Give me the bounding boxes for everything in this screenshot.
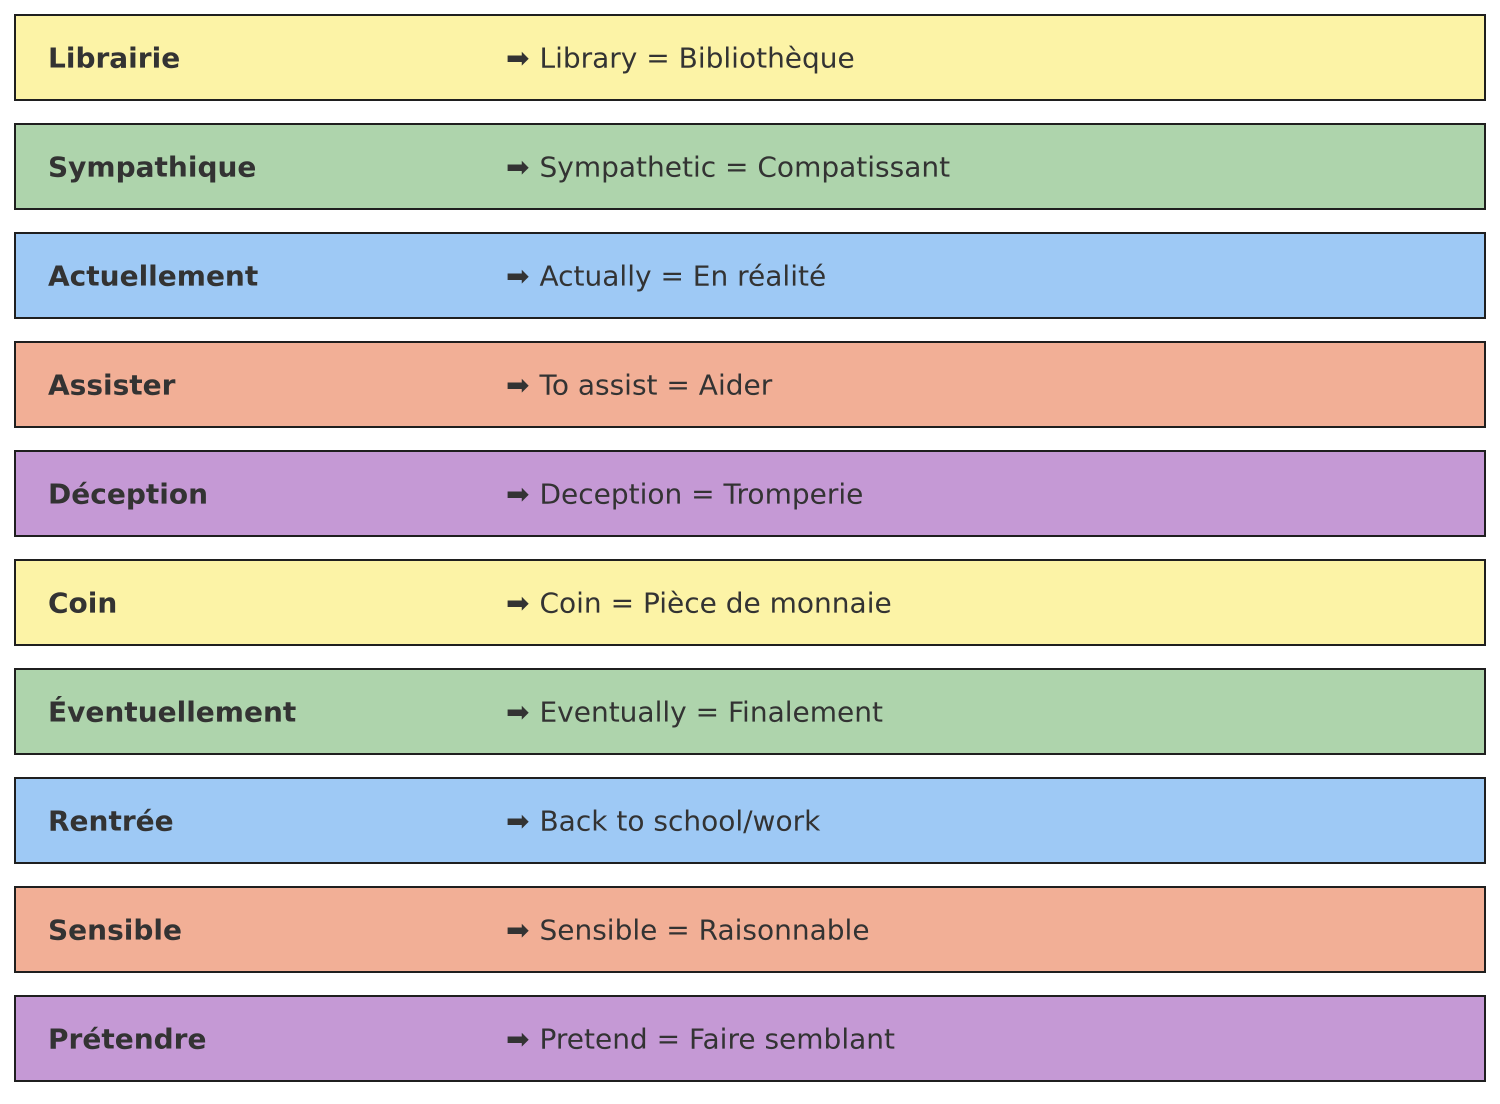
meaning-label: Eventually = Finalement: [539, 695, 883, 728]
meaning-label: Sensible = Raisonnable: [539, 913, 870, 946]
list-item-assister: Assister ➡ To assist = Aider: [14, 341, 1486, 428]
meaning-text: ➡ Library = Bibliothèque: [506, 41, 855, 74]
meaning-text: ➡ Sensible = Raisonnable: [506, 913, 870, 946]
term-label: Rentrée: [48, 804, 174, 837]
list-item-pretendre: Prétendre ➡ Pretend = Faire semblant: [14, 995, 1486, 1082]
meaning-label: Sympathetic = Compatissant: [539, 150, 951, 183]
arrow-icon: ➡: [506, 477, 530, 510]
term-label: Éventuellement: [48, 695, 297, 728]
list-item-coin: Coin ➡ Coin = Pièce de monnaie: [14, 559, 1486, 646]
term-label: Actuellement: [48, 259, 259, 292]
arrow-icon: ➡: [506, 368, 530, 401]
list-item-eventuellement: Éventuellement ➡ Eventually = Finalement: [14, 668, 1486, 755]
meaning-text: ➡ Back to school/work: [506, 804, 820, 837]
list-item-actuellement: Actuellement ➡ Actually = En réalité: [14, 232, 1486, 319]
list-item-rentree: Rentrée ➡ Back to school/work: [14, 777, 1486, 864]
term-label: Coin: [48, 586, 118, 619]
arrow-icon: ➡: [506, 259, 530, 292]
term-label: Assister: [48, 368, 176, 401]
arrow-icon: ➡: [506, 41, 530, 74]
list-item-sensible: Sensible ➡ Sensible = Raisonnable: [14, 886, 1486, 973]
meaning-text: ➡ Eventually = Finalement: [506, 695, 883, 728]
meaning-label: Pretend = Faire semblant: [539, 1022, 895, 1055]
term-label: Prétendre: [48, 1022, 207, 1055]
meaning-label: Deception = Tromperie: [539, 477, 864, 510]
term-label: Librairie: [48, 41, 181, 74]
arrow-icon: ➡: [506, 913, 530, 946]
term-label: Sensible: [48, 913, 182, 946]
list-item-deception: Déception ➡ Deception = Tromperie: [14, 450, 1486, 537]
meaning-text: ➡ Actually = En réalité: [506, 259, 826, 292]
term-label: Déception: [48, 477, 209, 510]
arrow-icon: ➡: [506, 804, 530, 837]
meaning-label: To assist = Aider: [539, 368, 773, 401]
arrow-icon: ➡: [506, 695, 530, 728]
meaning-text: ➡ Coin = Pièce de monnaie: [506, 586, 892, 619]
false-friends-list: Librairie ➡ Library = Bibliothèque Sympat…: [14, 14, 1486, 1104]
list-item-sympathique: Sympathique ➡ Sympathetic = Compatissant: [14, 123, 1486, 210]
meaning-label: Actually = En réalité: [539, 259, 827, 292]
meaning-label: Back to school/work: [539, 804, 821, 837]
meaning-text: ➡ Sympathetic = Compatissant: [506, 150, 950, 183]
list-item-librairie: Librairie ➡ Library = Bibliothèque: [14, 14, 1486, 101]
meaning-label: Coin = Pièce de monnaie: [539, 586, 892, 619]
arrow-icon: ➡: [506, 150, 530, 183]
meaning-text: ➡ Deception = Tromperie: [506, 477, 863, 510]
meaning-text: ➡ To assist = Aider: [506, 368, 772, 401]
arrow-icon: ➡: [506, 1022, 530, 1055]
meaning-text: ➡ Pretend = Faire semblant: [506, 1022, 895, 1055]
arrow-icon: ➡: [506, 586, 530, 619]
term-label: Sympathique: [48, 150, 257, 183]
meaning-label: Library = Bibliothèque: [539, 41, 855, 74]
